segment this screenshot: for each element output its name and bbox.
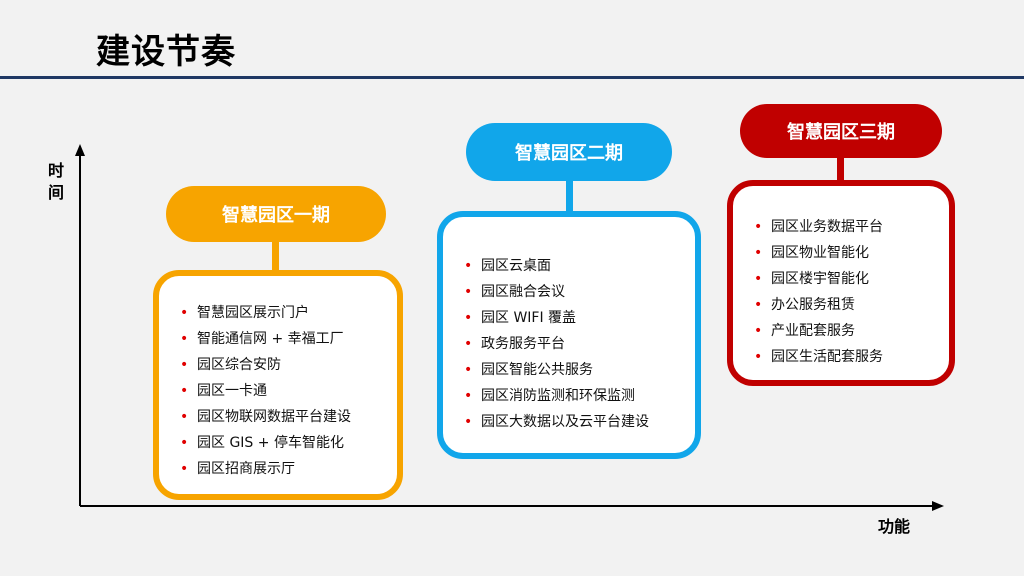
list-item: • 办公服务租赁 [749, 292, 941, 318]
phase2-title: 智慧园区二期 [466, 123, 672, 181]
x-axis-label: 功能 [878, 517, 911, 536]
list-item-text: 智能通信网 + 幸福工厂 [197, 331, 344, 347]
bullet-icon: • [754, 349, 763, 365]
list-item-text: 园区招商展示厅 [197, 461, 295, 477]
bullet-icon: • [754, 271, 763, 287]
phase2-list: • 园区云桌面 • 园区融合会议 • 园区 WIFI 覆盖 • 政务服务平台 • 园区智能… [459, 253, 687, 435]
phase1-list: • 智慧园区展示门户 • 智能通信网 + 幸福工厂 • 园区综合安防 • 园区一卡通 •… [175, 300, 389, 482]
y-axis-label: 时间 [47, 161, 64, 202]
list-item-text: 园区一卡通 [197, 383, 267, 399]
list-item-text: 政务服务平台 [481, 336, 565, 352]
list-item: • 园区消防监测和环保监测 [459, 383, 687, 409]
list-item: • 园区融合会议 [459, 279, 687, 305]
list-item-text: 园区业务数据平台 [771, 219, 883, 235]
list-item-text: 园区物业智能化 [771, 245, 869, 261]
bullet-icon: • [464, 414, 473, 430]
list-item: • 政务服务平台 [459, 331, 687, 357]
phase2-connector [566, 178, 573, 214]
title-divider [0, 76, 1024, 79]
bullet-icon: • [464, 336, 473, 352]
phase3-connector [837, 155, 844, 185]
list-item: • 园区大数据以及云平台建设 [459, 409, 687, 435]
phase3-title: 智慧园区三期 [740, 104, 942, 158]
bullet-icon: • [464, 362, 473, 378]
list-item-text: 产业配套服务 [771, 323, 855, 339]
list-item: • 智能通信网 + 幸福工厂 [175, 326, 389, 352]
y-axis-arrow [75, 144, 85, 156]
list-item-text: 园区云桌面 [481, 258, 551, 274]
bullet-icon: • [180, 383, 189, 399]
list-item-text: 园区生活配套服务 [771, 349, 883, 365]
slide-title: 建设节奏 [96, 32, 236, 72]
phase1-box: • 智慧园区展示门户 • 智能通信网 + 幸福工厂 • 园区综合安防 • 园区一卡通 •… [153, 270, 403, 500]
list-item: • 园区物业智能化 [749, 240, 941, 266]
bullet-icon: • [754, 219, 763, 235]
list-item-text: 园区综合安防 [197, 357, 281, 373]
list-item-text: 智慧园区展示门户 [197, 305, 309, 321]
x-axis-arrow [932, 501, 944, 511]
bullet-icon: • [180, 357, 189, 373]
list-item-text: 园区物联网数据平台建设 [197, 409, 351, 425]
list-item: • 园区业务数据平台 [749, 214, 941, 240]
list-item: • 园区生活配套服务 [749, 344, 941, 370]
list-item: • 园区 WIFI 覆盖 [459, 305, 687, 331]
list-item: • 园区一卡通 [175, 378, 389, 404]
list-item: • 园区楼宇智能化 [749, 266, 941, 292]
bullet-icon: • [754, 323, 763, 339]
list-item-text: 园区消防监测和环保监测 [481, 388, 635, 404]
bullet-icon: • [754, 245, 763, 261]
bullet-icon: • [464, 310, 473, 326]
bullet-icon: • [180, 305, 189, 321]
list-item-text: 园区大数据以及云平台建设 [481, 414, 649, 430]
bullet-icon: • [180, 409, 189, 425]
list-item: • 园区综合安防 [175, 352, 389, 378]
phase1-title: 智慧园区一期 [166, 186, 386, 242]
list-item-text: 办公服务租赁 [771, 297, 855, 313]
bullet-icon: • [180, 331, 189, 347]
bullet-icon: • [180, 435, 189, 451]
phase3-list: • 园区业务数据平台 • 园区物业智能化 • 园区楼宇智能化 • 办公服务租赁 • 产业配… [749, 214, 941, 370]
list-item: • 智慧园区展示门户 [175, 300, 389, 326]
phase1-connector [272, 240, 279, 274]
list-item-text: 园区融合会议 [481, 284, 565, 300]
bullet-icon: • [464, 284, 473, 300]
list-item: • 园区招商展示厅 [175, 456, 389, 482]
list-item-text: 园区 WIFI 覆盖 [481, 310, 577, 326]
phase2-box: • 园区云桌面 • 园区融合会议 • 园区 WIFI 覆盖 • 政务服务平台 • 园区智能… [437, 211, 701, 459]
list-item-text: 园区楼宇智能化 [771, 271, 869, 287]
list-item-text: 园区 GIS + 停车智能化 [197, 435, 344, 451]
list-item: • 园区物联网数据平台建设 [175, 404, 389, 430]
list-item: • 园区智能公共服务 [459, 357, 687, 383]
phase3-box: • 园区业务数据平台 • 园区物业智能化 • 园区楼宇智能化 • 办公服务租赁 • 产业配… [727, 180, 955, 386]
list-item: • 产业配套服务 [749, 318, 941, 344]
bullet-icon: • [754, 297, 763, 313]
list-item: • 园区云桌面 [459, 253, 687, 279]
list-item-text: 园区智能公共服务 [481, 362, 593, 378]
list-item: • 园区 GIS + 停车智能化 [175, 430, 389, 456]
bullet-icon: • [180, 461, 189, 477]
bullet-icon: • [464, 258, 473, 274]
bullet-icon: • [464, 388, 473, 404]
